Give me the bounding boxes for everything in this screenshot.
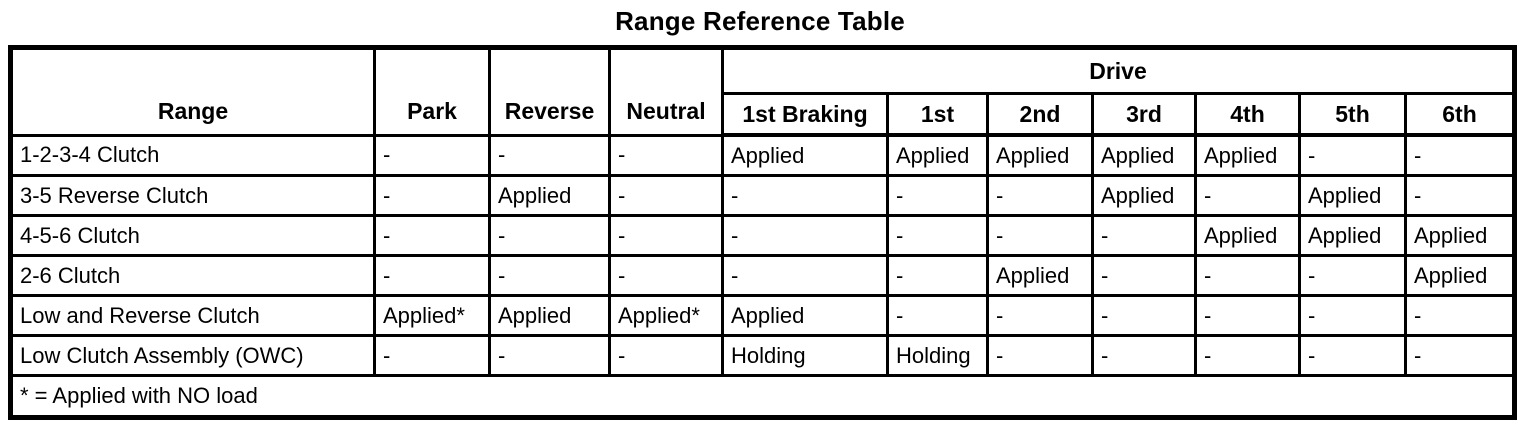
header-row-top: Range Park Reverse Neutral Drive xyxy=(9,46,1516,137)
cell: - xyxy=(1194,174,1301,217)
table-row: 2-6 Clutch - - - - - Applied - - - Appli… xyxy=(9,254,1516,297)
col-header-1st-braking: 1st Braking xyxy=(721,92,889,137)
cell: - xyxy=(608,254,724,297)
row-label: Low Clutch Assembly (OWC) xyxy=(9,334,376,377)
cell: - xyxy=(1298,334,1407,377)
table-row: 1-2-3-4 Clutch - - - Applied Applied App… xyxy=(9,133,1516,177)
cell: Applied xyxy=(721,133,889,177)
cell: - xyxy=(886,214,989,257)
cell: - xyxy=(1091,334,1197,377)
col-header-reverse: Reverse xyxy=(488,46,611,137)
cell: - xyxy=(608,214,724,257)
col-header-5th: 5th xyxy=(1298,92,1407,137)
col-header-3rd: 3rd xyxy=(1091,92,1197,137)
col-header-neutral: Neutral xyxy=(608,46,724,137)
cell: - xyxy=(1298,133,1407,177)
cell: Applied xyxy=(1091,174,1197,217)
cell: - xyxy=(721,214,889,257)
cell: Applied xyxy=(986,254,1094,297)
col-header-2nd: 2nd xyxy=(986,92,1094,137)
cell: Applied xyxy=(986,133,1094,177)
cell: - xyxy=(986,334,1094,377)
col-header-4th: 4th xyxy=(1194,92,1301,137)
cell: - xyxy=(373,334,491,377)
cell: - xyxy=(886,174,989,217)
header-row-drive-gears: 1st Braking 1st 2nd 3rd 4th 5th 6th xyxy=(11,92,1516,137)
table-header: Range Park Reverse Neutral Drive 1st Bra… xyxy=(9,46,1516,137)
col-header-6th: 6th xyxy=(1404,92,1516,137)
cell: Applied xyxy=(1298,174,1407,217)
row-label: Low and Reverse Clutch xyxy=(9,294,376,337)
cell: - xyxy=(608,334,724,377)
footnote-row: * = Applied with NO load xyxy=(9,374,1516,419)
cell: - xyxy=(373,174,491,217)
cell: - xyxy=(1404,133,1516,177)
cell: - xyxy=(1091,214,1197,257)
cell: - xyxy=(488,334,611,377)
cell: - xyxy=(886,254,989,297)
cell: - xyxy=(1194,334,1301,377)
table-body: 1-2-3-4 Clutch - - - Applied Applied App… xyxy=(9,133,1516,377)
cell: Applied xyxy=(1091,133,1197,177)
cell: Holding xyxy=(886,334,989,377)
cell: Applied* xyxy=(373,294,491,337)
cell: - xyxy=(373,133,491,177)
row-label: 2-6 Clutch xyxy=(9,254,376,297)
col-header-1st: 1st xyxy=(886,92,989,137)
table-row: 4-5-6 Clutch - - - - - - - Applied Appli… xyxy=(9,214,1516,257)
cell: Applied xyxy=(721,294,889,337)
cell: - xyxy=(1194,294,1301,337)
cell: - xyxy=(488,133,611,177)
table-row: Low and Reverse Clutch Applied* Applied … xyxy=(9,294,1516,337)
cell: - xyxy=(373,254,491,297)
table-row: 3-5 Reverse Clutch - Applied - - - - App… xyxy=(9,174,1516,217)
cell: Applied xyxy=(1404,254,1516,297)
cell: - xyxy=(488,254,611,297)
cell: - xyxy=(721,174,889,217)
cell: - xyxy=(1404,174,1516,217)
cell: - xyxy=(1298,254,1407,297)
cell: - xyxy=(1091,254,1197,297)
footnote: * = Applied with NO load xyxy=(9,374,1516,419)
range-reference-table: Range Park Reverse Neutral Drive 1st Bra… xyxy=(8,45,1517,420)
cell: - xyxy=(886,294,989,337)
col-header-range: Range xyxy=(9,46,376,137)
page-title: Range Reference Table xyxy=(615,6,905,36)
cell: Applied xyxy=(488,294,611,337)
row-label: 4-5-6 Clutch xyxy=(9,214,376,257)
cell: Applied xyxy=(488,174,611,217)
col-header-park: Park xyxy=(373,46,491,137)
table-row: Low Clutch Assembly (OWC) - - - Holding … xyxy=(9,334,1516,377)
cell: - xyxy=(608,133,724,177)
cell: - xyxy=(488,214,611,257)
table-footer: * = Applied with NO load xyxy=(9,374,1516,419)
cell: Applied xyxy=(1404,214,1516,257)
cell: - xyxy=(1194,254,1301,297)
cell: - xyxy=(986,214,1094,257)
cell: - xyxy=(1404,334,1516,377)
cell: Applied xyxy=(1298,214,1407,257)
cell: Applied* xyxy=(608,294,724,337)
cell: Applied xyxy=(1194,133,1301,177)
cell: - xyxy=(1091,294,1197,337)
cell: - xyxy=(608,174,724,217)
cell: - xyxy=(373,214,491,257)
cell: - xyxy=(721,254,889,297)
row-label: 3-5 Reverse Clutch xyxy=(9,174,376,217)
cell: Applied xyxy=(886,133,989,177)
cell: - xyxy=(1404,294,1516,337)
cell: Applied xyxy=(1194,214,1301,257)
cell: - xyxy=(986,174,1094,217)
row-label: 1-2-3-4 Clutch xyxy=(9,133,376,177)
col-header-drive: Drive xyxy=(721,46,1516,95)
cell: - xyxy=(986,294,1094,337)
cell: Holding xyxy=(721,334,889,377)
cell: - xyxy=(1298,294,1407,337)
